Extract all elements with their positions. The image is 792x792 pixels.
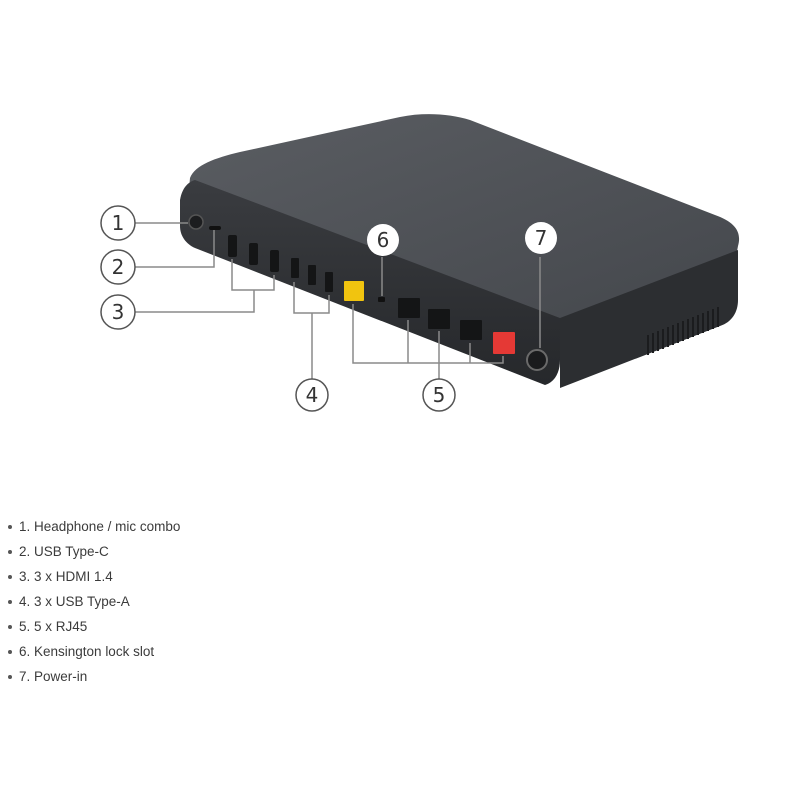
- power-in-port: [526, 349, 548, 371]
- svg-text:5: 5: [433, 383, 446, 407]
- legend-item: 4. 3 x USB Type-A: [8, 589, 180, 614]
- usb-c-port: [209, 226, 221, 230]
- usb-a-port: [291, 258, 299, 278]
- legend-item-label: 7. Power-in: [19, 669, 88, 684]
- callout-4: 4: [295, 378, 329, 412]
- vent-grille: [647, 307, 719, 355]
- bullet-icon: [8, 574, 12, 579]
- rj45-port-yellow: [344, 281, 364, 301]
- callout-2: 2: [100, 249, 136, 285]
- svg-text:3: 3: [112, 300, 125, 324]
- kensington-lock-slot: [378, 297, 385, 302]
- usb-a-port: [308, 265, 316, 285]
- callout-lines: [135, 222, 541, 380]
- svg-text:1: 1: [112, 211, 125, 235]
- callout-7: 7: [525, 222, 557, 254]
- rj45-port-red: [493, 332, 515, 354]
- callout-3: 3: [100, 294, 136, 330]
- rj45-port: [460, 320, 482, 340]
- legend-item-label: 5. 5 x RJ45: [19, 619, 88, 634]
- port-legend: 1. Headphone / mic combo 2. USB Type-C 3…: [8, 514, 180, 689]
- legend-item: 7. Power-in: [8, 664, 180, 689]
- legend-item-label: 2. USB Type-C: [19, 544, 109, 559]
- headphone-jack: [188, 214, 204, 230]
- svg-text:6: 6: [377, 228, 390, 252]
- bullet-icon: [8, 549, 12, 554]
- port-diagram: 1 2 3 4 5 6 7: [100, 114, 740, 412]
- callout-1: 1: [100, 205, 136, 241]
- hdmi-port: [249, 243, 258, 265]
- hdmi-port: [228, 235, 237, 257]
- rj45-port: [428, 309, 450, 329]
- legend-item: 5. 5 x RJ45: [8, 614, 180, 639]
- bullet-icon: [8, 599, 12, 604]
- callout-6: 6: [367, 224, 399, 256]
- svg-text:7: 7: [535, 226, 548, 250]
- legend-item: 3. 3 x HDMI 1.4: [8, 564, 180, 589]
- bullet-icon: [8, 649, 12, 654]
- rj45-port: [398, 298, 420, 318]
- callout-5: 5: [422, 378, 456, 412]
- hdmi-port: [270, 250, 279, 272]
- legend-item: 1. Headphone / mic combo: [8, 514, 180, 539]
- svg-text:4: 4: [306, 383, 319, 407]
- bullet-icon: [8, 674, 12, 679]
- legend-item: 2. USB Type-C: [8, 539, 180, 564]
- legend-item: 6. Kensington lock slot: [8, 639, 180, 664]
- legend-item-label: 6. Kensington lock slot: [19, 644, 155, 659]
- svg-text:2: 2: [112, 255, 125, 279]
- docking-station: [180, 114, 740, 388]
- legend-item-label: 3. 3 x HDMI 1.4: [19, 569, 113, 584]
- bullet-icon: [8, 624, 12, 629]
- legend-item-label: 4. 3 x USB Type-A: [19, 594, 130, 609]
- legend-item-label: 1. Headphone / mic combo: [19, 519, 181, 534]
- usb-a-port: [325, 272, 333, 292]
- bullet-icon: [8, 524, 12, 529]
